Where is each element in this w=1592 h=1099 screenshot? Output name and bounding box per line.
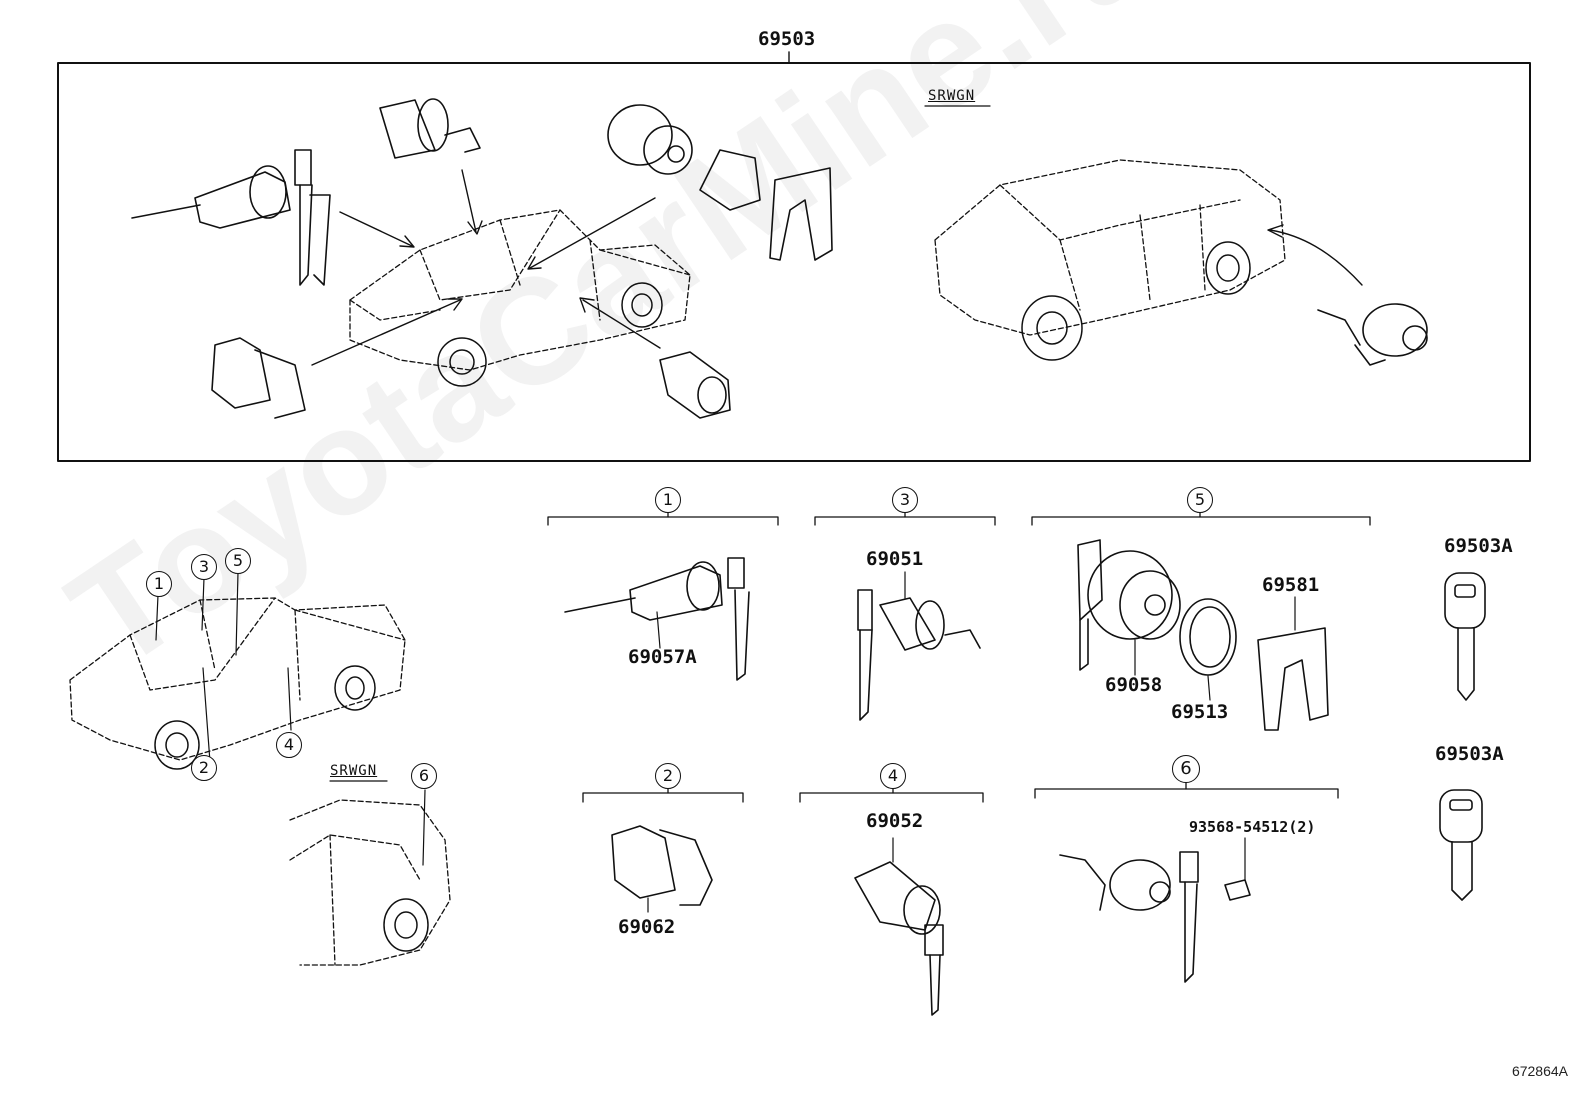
part-69062-drawing bbox=[611, 825, 713, 913]
rear-lock-top bbox=[607, 104, 833, 261]
location-marker-2: 2 bbox=[191, 755, 217, 781]
part-69581-drawing bbox=[1257, 596, 1329, 731]
truck-front-wheel bbox=[437, 337, 487, 387]
group-number-2: 2 bbox=[655, 763, 681, 789]
group-brackets bbox=[547, 511, 1371, 803]
location-truck-drawing bbox=[69, 597, 406, 761]
part-label-69513: 69513 bbox=[1171, 701, 1229, 723]
group-number-5: 5 bbox=[1187, 487, 1213, 513]
group-number-1: 1 bbox=[655, 487, 681, 513]
assembly-part-number: 69503 bbox=[758, 28, 816, 50]
part-label-69051: 69051 bbox=[866, 548, 924, 570]
location-marker-4: 4 bbox=[276, 732, 302, 758]
key-label-1: 69503A bbox=[1444, 535, 1513, 557]
part-69051-drawing bbox=[857, 571, 981, 721]
group-number-4: 4 bbox=[880, 763, 906, 789]
part-group-6-drawing bbox=[1059, 837, 1251, 983]
location-suv-drawing bbox=[289, 799, 451, 966]
part-label-69052: 69052 bbox=[866, 810, 924, 832]
part-69513-drawing bbox=[1179, 598, 1237, 701]
part-label-69062: 69062 bbox=[618, 916, 676, 938]
part-69057A-drawing bbox=[564, 557, 750, 681]
location-marker-1: 1 bbox=[146, 571, 172, 597]
location-marker-3: 3 bbox=[191, 554, 217, 580]
key-69503A-2 bbox=[1439, 789, 1483, 901]
group-number-6: 6 bbox=[1172, 755, 1200, 783]
location-marker-5: 5 bbox=[225, 548, 251, 574]
assembly-frame bbox=[57, 62, 1531, 462]
part-label-69057A: 69057A bbox=[628, 646, 697, 668]
reference-code: 672864A bbox=[1511, 1063, 1568, 1079]
variant-tag-top: SRWGN bbox=[928, 88, 976, 104]
ignition-lock-top bbox=[131, 149, 331, 286]
tailgate-lock-top bbox=[659, 351, 731, 419]
part-label-69058: 69058 bbox=[1105, 674, 1163, 696]
glovebox-lock-top bbox=[211, 337, 306, 419]
group-number-3: 3 bbox=[892, 487, 918, 513]
back-door-lock-top bbox=[1317, 303, 1428, 366]
part-69052-drawing bbox=[854, 837, 944, 1016]
part-69058-drawing bbox=[1077, 539, 1181, 676]
truck-rear-wheel bbox=[621, 282, 663, 328]
key-label-2: 69503A bbox=[1435, 743, 1504, 765]
key-69503A-1 bbox=[1444, 572, 1486, 701]
location-marker-6: 6 bbox=[411, 763, 437, 789]
variant-tag-location: SRWGN bbox=[330, 763, 378, 779]
part-label-69581: 69581 bbox=[1262, 574, 1320, 596]
part-label-93568-54512: 93568-54512(2) bbox=[1189, 818, 1316, 836]
pickup-truck-drawing bbox=[349, 209, 691, 371]
suv-drawing bbox=[934, 159, 1286, 336]
door-lock-top bbox=[379, 98, 481, 159]
